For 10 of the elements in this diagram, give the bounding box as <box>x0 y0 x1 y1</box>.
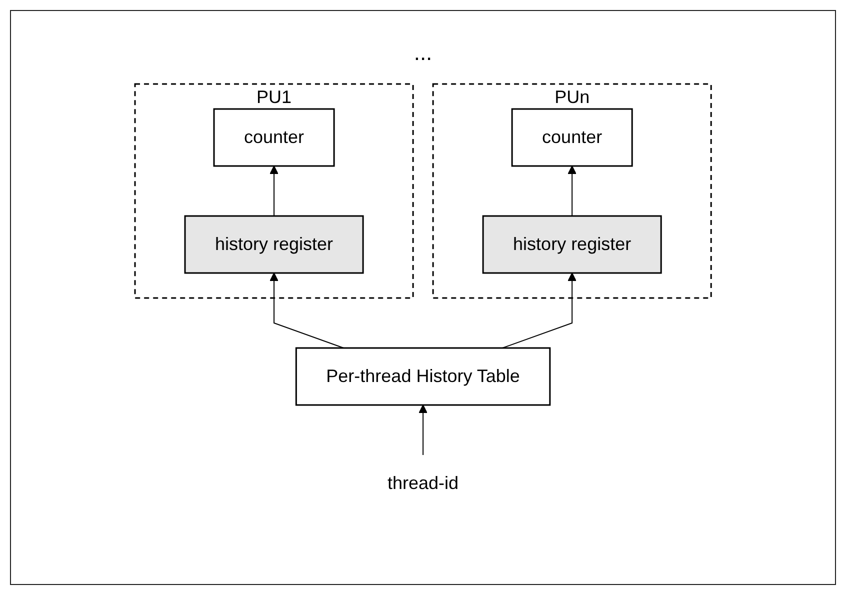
node-box: counter <box>511 108 633 166</box>
node-box: Per-thread History Table <box>295 346 551 406</box>
arrow <box>270 165 278 216</box>
arrow <box>418 404 428 455</box>
node-box: counter <box>213 108 335 166</box>
node-box: history register <box>482 214 662 274</box>
node-text: thread-id <box>387 472 459 492</box>
arrow <box>568 165 576 216</box>
ellipsis-text: ... <box>414 40 432 65</box>
node-box: history register <box>184 214 364 274</box>
